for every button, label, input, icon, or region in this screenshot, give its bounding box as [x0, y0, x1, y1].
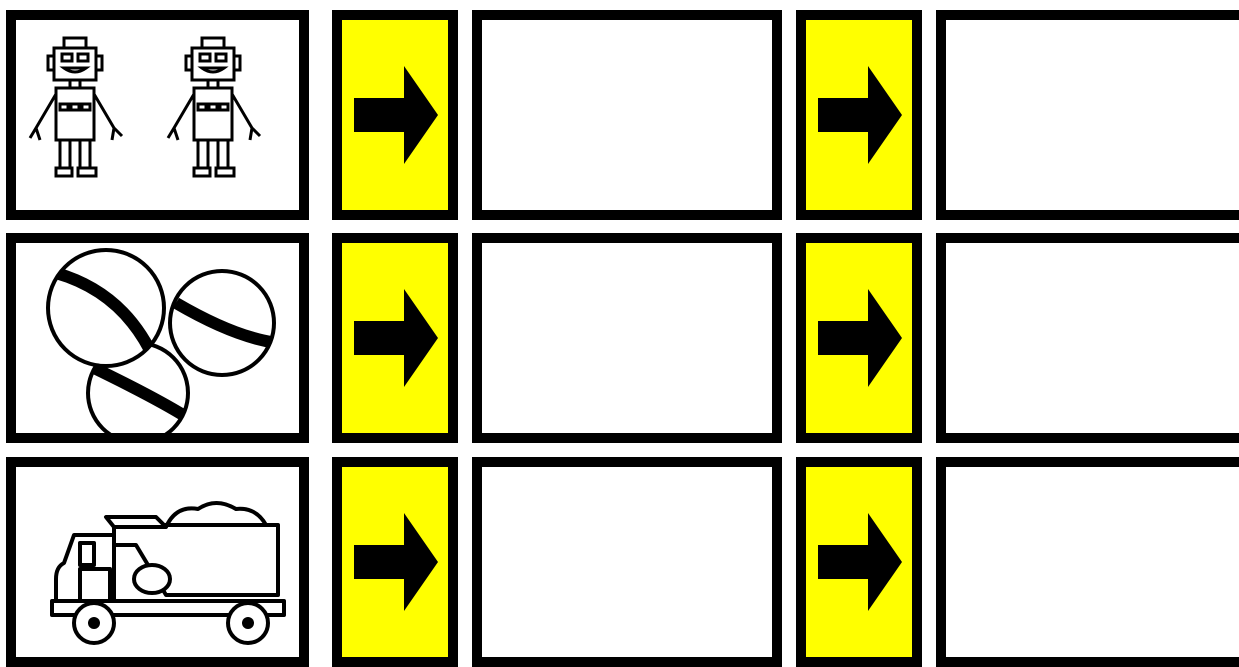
- answer-box[interactable]: [936, 10, 1239, 220]
- arrow-panel: [332, 233, 458, 443]
- arrow-panel: [796, 457, 922, 667]
- arrow-panel: [332, 457, 458, 667]
- picture-card-balls: [6, 233, 309, 443]
- answer-box[interactable]: [472, 233, 782, 443]
- answer-box[interactable]: [472, 457, 782, 667]
- worksheet-row-balls: [0, 233, 1239, 443]
- robots-icon: [16, 20, 299, 210]
- right-arrow-icon: [342, 243, 448, 433]
- right-arrow-icon: [342, 20, 448, 210]
- worksheet-row-robots: [0, 10, 1239, 220]
- right-arrow-icon: [342, 467, 448, 657]
- arrow-panel: [796, 233, 922, 443]
- arrow-panel: [796, 10, 922, 220]
- worksheet-row-truck: [0, 457, 1239, 667]
- answer-box[interactable]: [936, 457, 1239, 667]
- balls-icon: [16, 243, 299, 433]
- arrow-panel: [332, 10, 458, 220]
- picture-card-truck: [6, 457, 309, 667]
- answer-box[interactable]: [472, 10, 782, 220]
- right-arrow-icon: [806, 20, 912, 210]
- picture-card-robots: [6, 10, 309, 220]
- right-arrow-icon: [806, 467, 912, 657]
- answer-box[interactable]: [936, 233, 1239, 443]
- right-arrow-icon: [806, 243, 912, 433]
- dump-truck-icon: [16, 467, 299, 657]
